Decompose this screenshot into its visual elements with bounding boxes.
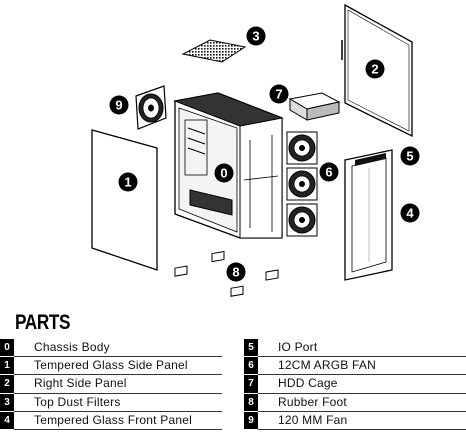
io-port [355,153,386,166]
callout-6-label: 6 [325,165,332,180]
callout-1: 1 [118,172,138,192]
parts-table: 0 Chassis Body 5 IO Port 1 Tempered Glas… [0,339,466,430]
part-name: 12CM ARGB FAN [258,356,466,376]
rubber-feet [174,250,279,297]
part-name: Rubber Foot [258,393,466,412]
callout-2: 2 [365,59,385,79]
part-name: HDD Cage [258,374,466,394]
part-name: Right Side Panel [14,374,222,394]
part-number: 6 [244,356,258,376]
part-number: 4 [0,411,14,430]
table-row: 1 Tempered Glass Side Panel 6 12CM ARGB … [0,356,466,376]
callout-4-label: 4 [406,206,414,221]
part-number: 5 [244,339,258,358]
table-row: 3 Top Dust Filters 8 Rubber Foot [0,393,466,412]
tempered-glass-front-panel [344,149,393,281]
hdd-cage [288,92,341,121]
part-name: 120 MM Fan [258,411,466,430]
part-name: Tempered Glass Front Panel [14,411,222,430]
120mm-fan [135,85,167,130]
callout-4: 4 [400,203,420,223]
part-number: 3 [0,393,14,412]
part-number: 9 [244,411,258,430]
callout-5-label: 5 [406,149,413,164]
part-number: 1 [0,356,14,376]
parts-heading: PARTS [15,311,71,334]
callout-3: 3 [246,26,266,46]
part-name: Chassis Body [14,339,222,358]
callout-8-label: 8 [232,265,239,280]
callout-0-label: 0 [220,166,227,181]
callout-8: 8 [226,262,246,282]
callout-7: 7 [269,84,289,104]
chassis-body [173,92,284,239]
front-argb-fans [286,131,318,237]
callout-5: 5 [400,146,420,166]
part-number: 0 [0,339,14,358]
callout-9: 9 [109,95,129,115]
tempered-glass-side-panel [91,129,158,271]
part-name: Top Dust Filters [14,393,222,412]
part-number: 2 [0,374,14,394]
callout-9-label: 9 [115,98,122,113]
callout-7-label: 7 [275,87,282,102]
table-row: 2 Right Side Panel 7 HDD Cage [0,374,466,394]
callout-6: 6 [319,162,339,182]
table-row: 4 Tempered Glass Front Panel 9 120 MM Fa… [0,411,466,430]
table-row: 0 Chassis Body 5 IO Port [0,339,466,358]
part-name: Tempered Glass Side Panel [14,356,222,376]
part-number: 8 [244,393,258,412]
callout-0: 0 [214,163,234,183]
exploded-view-diagram: 3 2 9 7 1 0 6 5 4 8 [91,3,420,297]
callout-3-label: 3 [252,29,259,44]
part-number: 7 [244,374,258,394]
part-name: IO Port [258,339,466,358]
top-dust-filter [181,39,247,63]
callout-1-label: 1 [124,175,131,190]
callout-2-label: 2 [371,62,378,77]
